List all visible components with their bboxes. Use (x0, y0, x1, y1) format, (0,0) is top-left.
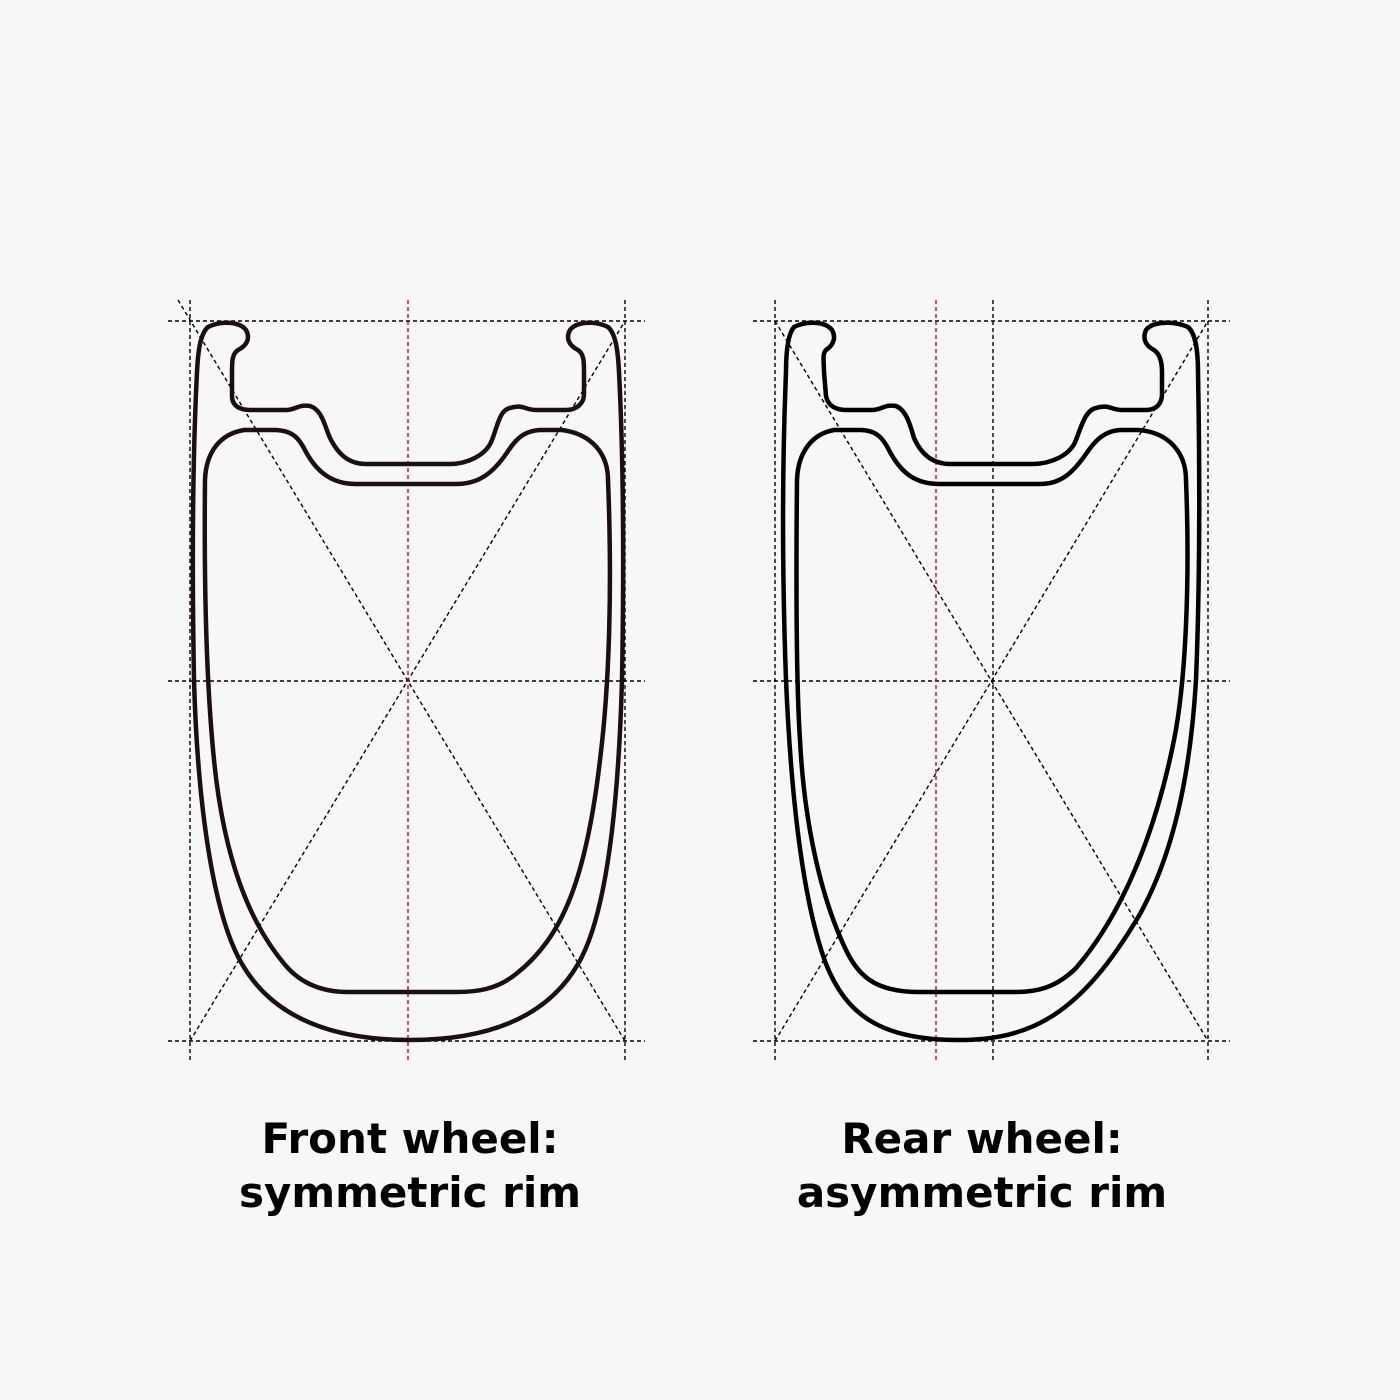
front-caption-line1: Front wheel: (261, 1114, 559, 1163)
rear-outer-shell (780, 320, 1202, 1043)
front-caption: Front wheel: symmetric rim (130, 1112, 690, 1220)
front-caption-line2: symmetric rim (239, 1168, 581, 1217)
front-diagonal-a (177, 299, 626, 1042)
front-outer-shell (190, 320, 626, 1043)
rear-caption-line1: Rear wheel: (841, 1114, 1123, 1163)
rear-rim-outline (780, 320, 1202, 1043)
rear-inner-cavity (794, 427, 1190, 995)
rear-caption: Rear wheel: asymmetric rim (702, 1112, 1262, 1220)
rear-caption-line2: asymmetric rim (796, 1168, 1168, 1217)
rear-guide-lines (753, 300, 1230, 1062)
rear-diagonal-b (774, 320, 1209, 1042)
front-rim-figure (168, 299, 645, 1062)
front-inner-cavity (202, 427, 613, 995)
front-rim-outline (190, 320, 626, 1043)
front-guide-lines (168, 299, 645, 1062)
rear-rim-figure (753, 300, 1230, 1062)
